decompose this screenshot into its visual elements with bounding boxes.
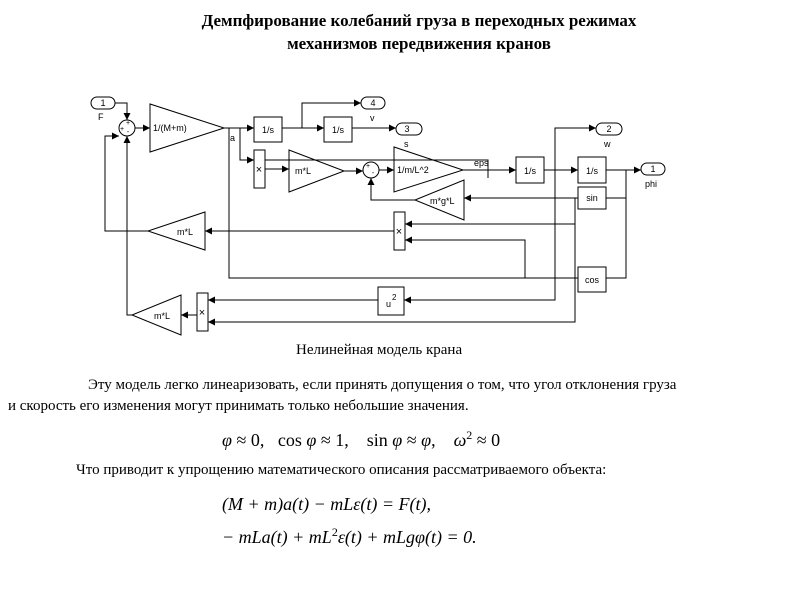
integrator-2-block[interactable]: [323, 116, 353, 143]
conclusion-text: Что приводит к упрощению математического…: [76, 462, 607, 478]
gain-1-mL2-label: 1/m/L^2: [397, 165, 429, 175]
integrator-1-label: 1/s: [262, 125, 275, 135]
slide-title-line-1: Демпфирование колебаний груза в переходн…: [201, 11, 637, 30]
outport-3-number: 3: [404, 124, 409, 134]
equation-2-exponent: 2: [331, 525, 338, 539]
integrator-3-label: 1/s: [524, 166, 537, 176]
outport-2-name: w: [603, 139, 611, 149]
outport-1-number: 1: [650, 164, 655, 174]
crane-block-diagram: × × × 1 F + + - 1/(M+m) a 1/s 1/s 4 v 3 …: [90, 96, 666, 336]
inport-1-number: 1: [100, 98, 105, 108]
sin-symbol: sin: [366, 430, 388, 450]
outport-2-number: 2: [606, 124, 611, 134]
outport-4-number: 4: [370, 98, 375, 108]
slide-title-line-2: механизмов передвижения кранов: [287, 34, 551, 53]
outport-2-block[interactable]: [595, 122, 623, 136]
equation-2: − mLa(t) + mL2ε(t) + mLgφ(t) = 0.: [222, 525, 477, 548]
product-2-sign: ×: [396, 226, 402, 238]
integrator-4-label: 1/s: [586, 166, 599, 176]
outport-4-name: v: [370, 113, 375, 123]
outport-1-block[interactable]: [640, 162, 666, 176]
signal-eps-label: eps: [474, 158, 489, 168]
outport-3-block[interactable]: [395, 122, 423, 136]
equation-1: (M + m)a(t) − mLε(t) = F(t),: [222, 494, 431, 515]
equation-2-part-b: ε(t) + mLgφ(t) = 0.: [337, 527, 477, 547]
approx-sign: ≈: [402, 430, 422, 450]
signal-a-label: a: [230, 133, 235, 143]
equation-2-part-a: − mLa(t) + mL: [222, 527, 332, 547]
sum2-sign-left: +: [366, 163, 370, 170]
diagram-caption: Нелинейная модель крана: [296, 342, 463, 358]
approx-zero-1: ≈ 0,: [231, 430, 265, 450]
product-1-sign: ×: [256, 164, 262, 176]
outport-1-name: phi: [645, 179, 657, 189]
approx-zero-2: ≈ 0: [472, 430, 501, 450]
sin-label: sin: [586, 193, 598, 203]
sum1-sign-top: +: [126, 120, 130, 127]
phi-symbol-2: φ: [306, 430, 317, 450]
inport-1-name: F: [98, 112, 104, 122]
gain-mass-label: 1/(M+m): [153, 123, 187, 133]
product-3-block[interactable]: [196, 292, 209, 332]
phi-symbol-1: φ: [222, 430, 232, 450]
phi-symbol-4: φ: [421, 430, 432, 450]
omega-symbol: ω: [453, 430, 467, 450]
outport-3-name: s: [404, 139, 409, 149]
linearization-assumptions: φ ≈ 0, cos φ ≈ 1, sin φ ≈ φ, ω2 ≈ 0: [222, 428, 500, 451]
omega-exponent: 2: [466, 428, 473, 442]
square-label: u: [386, 299, 391, 309]
cos-block[interactable]: [577, 266, 607, 293]
phi-symbol-3: φ: [392, 430, 403, 450]
integrator-1-block[interactable]: [253, 116, 283, 143]
sum2-sign-bottom: -: [372, 170, 375, 177]
gain-mL-bottom-label: m*L: [154, 311, 170, 321]
approx-one: ≈ 1,: [316, 430, 349, 450]
signal-lines: [104, 99, 641, 326]
square-exponent: 2: [392, 293, 397, 302]
gain-mgL-label: m*g*L: [430, 196, 455, 206]
gain-mL-mid-label: m*L: [177, 227, 193, 237]
paragraph-line-1: Эту модель легко линеаризовать, если при…: [88, 377, 677, 393]
cos-label: cos: [585, 275, 600, 285]
product-3-sign: ×: [199, 307, 205, 319]
gain-mL-upper-label: m*L: [295, 166, 311, 176]
paragraph-line-2: и скорость его изменения могут принимать…: [8, 398, 469, 414]
equation-1-text: (M + m)a(t) − mLε(t) = F(t),: [222, 494, 431, 514]
sum1-sign-left: +: [120, 126, 124, 133]
comma: ,: [431, 430, 436, 450]
cos-symbol: cos: [277, 430, 302, 450]
integrator-2-label: 1/s: [332, 125, 345, 135]
sum1-sign-bottom: -: [127, 129, 130, 136]
